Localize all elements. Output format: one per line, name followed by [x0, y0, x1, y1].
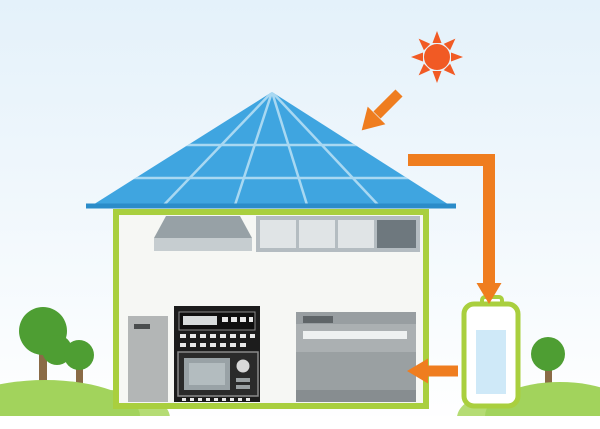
window-pane [338, 220, 374, 248]
arrow-sun-to-roof-icon [352, 89, 403, 140]
dishwasher-control [303, 316, 333, 323]
control-buttons-row-top [222, 317, 253, 322]
tree-left-large [19, 307, 72, 400]
cabinet-handle [134, 324, 150, 329]
arrow-roof-to-battery-icon [408, 154, 502, 304]
window-pane [299, 220, 335, 248]
microwave-window-inner [189, 363, 225, 385]
arrow-battery-to-house-icon [407, 358, 458, 384]
window-pane-dark [377, 220, 416, 248]
range-hood [154, 216, 252, 251]
display [183, 316, 217, 325]
ground-strip [0, 416, 600, 429]
sun-icon [411, 31, 463, 83]
second-floor-windows [256, 216, 420, 252]
dishwasher [296, 312, 416, 402]
dishwasher-kickplate [296, 390, 416, 402]
dishwasher-slot [303, 331, 407, 339]
tree-left-large-foliage [19, 307, 72, 365]
microwave-button [236, 378, 250, 382]
battery-charge-cell [476, 330, 506, 394]
storage-battery [461, 295, 521, 409]
base-tick-row [182, 398, 250, 401]
microwave-dial [236, 359, 250, 373]
window-pane [260, 220, 296, 248]
control-buttons-row-1 [180, 334, 255, 338]
microwave-button [236, 385, 250, 389]
control-buttons-row-2 [180, 343, 246, 347]
kitchen-cabinet [128, 316, 168, 402]
oven-microwave-unit [174, 306, 260, 402]
